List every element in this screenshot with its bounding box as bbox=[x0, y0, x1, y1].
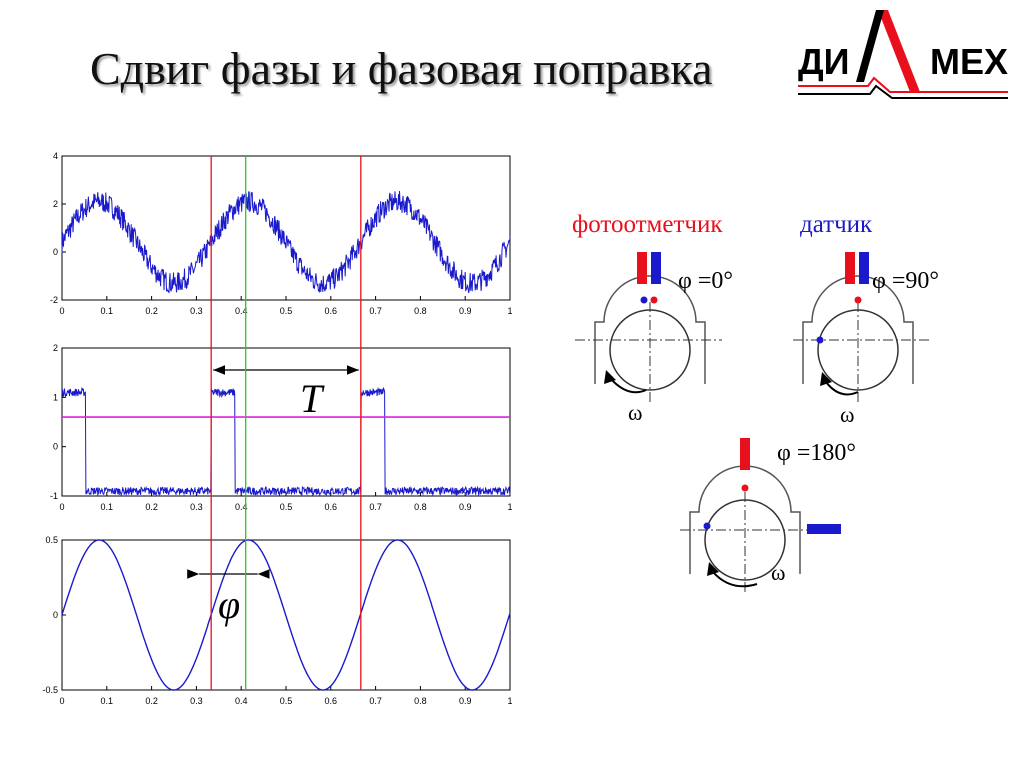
y-tick-label: 2 bbox=[53, 343, 58, 353]
x-tick-label: 0.7 bbox=[369, 306, 382, 316]
x-tick-label: 0.2 bbox=[145, 696, 158, 706]
x-tick-label: 0.1 bbox=[101, 696, 114, 706]
phase-annotation: φ bbox=[187, 569, 270, 627]
logo-underline-red bbox=[798, 76, 1008, 93]
y-tick-label: -2 bbox=[50, 295, 58, 305]
period-annotation: T bbox=[213, 365, 359, 421]
x-tick-label: 0.9 bbox=[459, 696, 472, 706]
x-tick-label: 0.1 bbox=[101, 502, 114, 512]
y-tick-label: -0.5 bbox=[42, 685, 58, 695]
x-tick-label: 1 bbox=[507, 306, 512, 316]
y-tick-label: 2 bbox=[53, 199, 58, 209]
x-tick-label: 0 bbox=[59, 306, 64, 316]
logo-a-shape-black bbox=[856, 10, 884, 82]
logo-text-left: ДИ bbox=[798, 41, 850, 82]
logo-text-right: МЕХ bbox=[930, 41, 1008, 82]
y-tick-label: 0.5 bbox=[45, 535, 58, 545]
period-label: T bbox=[300, 376, 325, 421]
x-tick-label: 0.4 bbox=[235, 306, 248, 316]
x-tick-label: 0.3 bbox=[190, 696, 203, 706]
x-tick-label: 0.9 bbox=[459, 502, 472, 512]
x-tick-label: 0.3 bbox=[190, 502, 203, 512]
x-tick-label: 0.8 bbox=[414, 502, 427, 512]
signal-line bbox=[61, 539, 511, 691]
logo-a-shape-red bbox=[878, 10, 920, 92]
x-tick-label: 0.1 bbox=[101, 306, 114, 316]
x-tick-label: 0.5 bbox=[280, 696, 293, 706]
x-tick-label: 0.9 bbox=[459, 306, 472, 316]
x-tick-label: 0 bbox=[59, 696, 64, 706]
x-tick-label: 0.7 bbox=[369, 696, 382, 706]
time-markers bbox=[210, 156, 362, 690]
y-tick-label: -1 bbox=[50, 491, 58, 501]
y-tick-label: 0 bbox=[53, 247, 58, 257]
x-tick-label: 0.6 bbox=[325, 696, 338, 706]
x-tick-label: 0.6 bbox=[325, 306, 338, 316]
signal-line bbox=[61, 386, 511, 497]
x-tick-label: 0 bbox=[59, 502, 64, 512]
signal-line bbox=[61, 190, 511, 294]
phase-label: φ bbox=[218, 582, 240, 627]
y-tick-label: 0 bbox=[53, 442, 58, 452]
x-tick-label: 1 bbox=[507, 502, 512, 512]
x-tick-label: 0.5 bbox=[280, 306, 293, 316]
y-tick-label: 4 bbox=[53, 151, 58, 161]
dimeh-logo: ДИ МЕХ bbox=[798, 10, 1008, 99]
x-tick-label: 0.2 bbox=[145, 502, 158, 512]
y-tick-label: 0 bbox=[53, 610, 58, 620]
x-tick-label: 0.8 bbox=[414, 696, 427, 706]
x-tick-label: 0.6 bbox=[325, 502, 338, 512]
y-tick-label: 1 bbox=[53, 392, 58, 402]
plot-frame bbox=[61, 155, 511, 301]
x-tick-label: 0.4 bbox=[235, 696, 248, 706]
x-tick-label: 0.7 bbox=[369, 502, 382, 512]
slide-title: Сдвиг фазы и фазовая поправка bbox=[90, 43, 713, 94]
x-tick-label: 1 bbox=[507, 696, 512, 706]
x-tick-label: 0.8 bbox=[414, 306, 427, 316]
x-tick-label: 0.4 bbox=[235, 502, 248, 512]
logo-underline-black bbox=[798, 84, 1008, 99]
x-tick-label: 0.3 bbox=[190, 306, 203, 316]
x-tick-label: 0.2 bbox=[145, 306, 158, 316]
x-tick-label: 0.5 bbox=[280, 502, 293, 512]
